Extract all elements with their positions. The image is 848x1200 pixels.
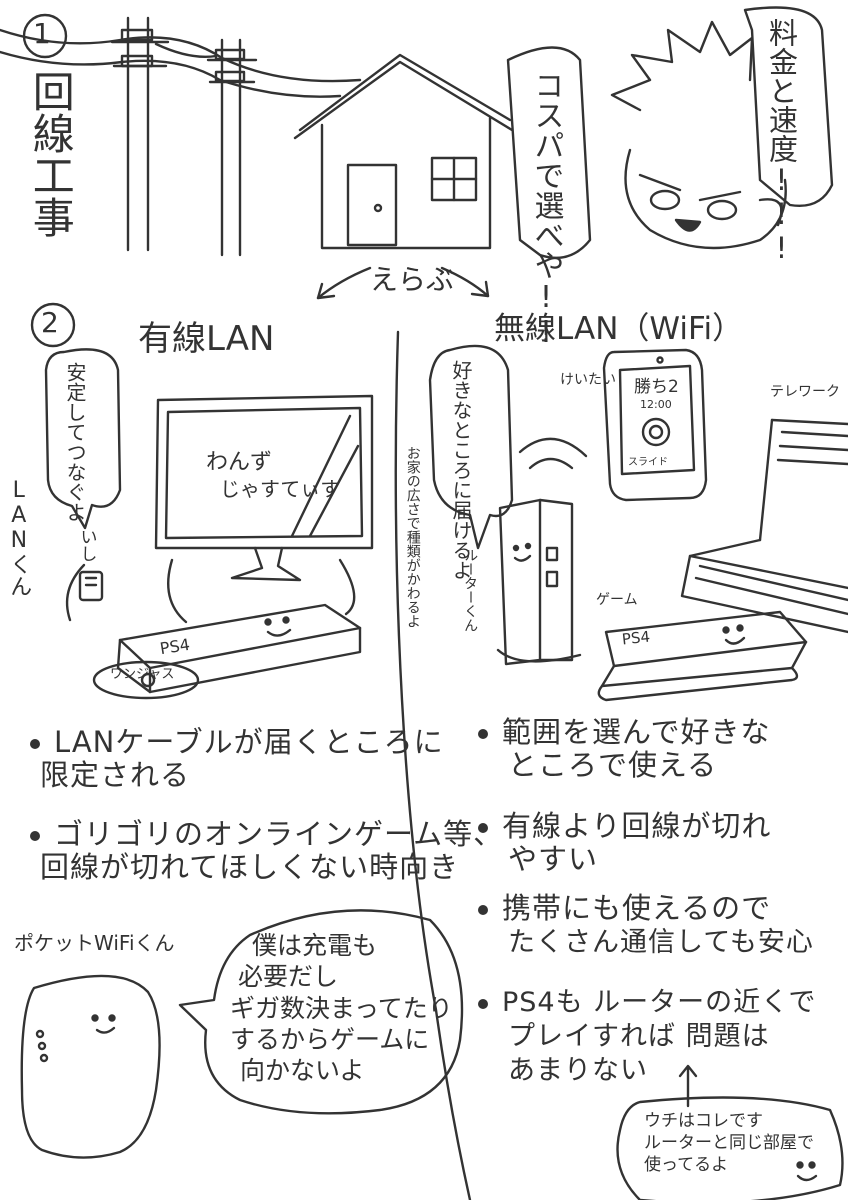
center-divider — [394, 330, 472, 1200]
monitor-text-1: わんず — [206, 450, 273, 475]
phone-caption: けいたい — [560, 372, 616, 388]
lan-cable-icon — [65, 563, 104, 622]
section2-number-circle — [30, 302, 76, 348]
monitor-text-2: じゃすてぃす — [220, 477, 341, 501]
note-bubble — [616, 1096, 844, 1200]
bullet-dot — [478, 905, 488, 915]
wired-bullet-1: LANケーブルが届くところに 限定される — [30, 725, 444, 793]
choose-arrow-left — [316, 266, 372, 300]
speech-bubble-cost — [506, 46, 592, 260]
phone-screen-time: 12:00 — [640, 398, 672, 411]
choose-label: えらぶ — [370, 263, 455, 296]
wired-title: 有線LAN — [138, 319, 275, 359]
wireless-bullet-2: 有線より回線が切れ やすい — [478, 809, 771, 877]
wireless-bullet-1: 範囲を選んで好きな ところで使える — [478, 715, 771, 783]
wireless-bullet-3: 携帯にも使えるので たくさん通信しても安心 — [478, 891, 814, 959]
speech-bubble-wired — [44, 348, 122, 530]
speech-bubble-wireless — [428, 344, 514, 550]
bullet-dot — [478, 729, 488, 739]
pocket-wifi-icon — [20, 974, 161, 1159]
section1-number: 1 — [33, 17, 51, 50]
speech-cost-text: コスパで選べや!! — [528, 70, 564, 350]
phone-slider-label: スライド — [628, 457, 668, 468]
speech-speed-text: 料金と速度!!! — [764, 18, 799, 265]
disc-label: ワンジャス — [110, 667, 175, 682]
router-note: お家の広さで種類がかわるよ — [404, 446, 421, 628]
wireless-bubble-text: 好きなところに届けるよ — [449, 360, 473, 580]
ps4-wireless-icon — [597, 610, 808, 702]
note-text: ウチはコレです ルーターと同じ部屋で 使ってるよ — [644, 1111, 814, 1176]
monitor-icon — [154, 394, 374, 582]
pocket-wifi-bubble-text: 僕は充電も 必要だし ギガ数決まってたり するからゲームに 向かないよ — [230, 931, 453, 1085]
telework-label: テレワーク — [770, 384, 840, 400]
bullet-dot — [478, 823, 488, 833]
utility-poles-icon — [0, 16, 362, 257]
house-icon — [293, 53, 514, 250]
wired-bubble-text: 安定してつなぐよ — [63, 362, 87, 522]
wireless-title: 無線LAN（WiFi） — [494, 311, 744, 347]
phone-screen-title: 勝ち2 — [634, 377, 679, 397]
section1-title: 回線工事 — [26, 70, 76, 238]
game-label: ゲーム — [596, 592, 638, 608]
router-label: ルーターくん — [462, 548, 479, 632]
bullet-dot — [30, 831, 40, 841]
note-arrow — [678, 1064, 698, 1108]
ps4-wireless-label: PS4 — [621, 627, 651, 649]
lan-kun-label: LANくん — [6, 478, 32, 597]
choose-arrow-right — [440, 266, 490, 298]
wired-bullet-2: ゴリゴリのオンラインゲーム等、 回線が切れてほしくない時向き — [30, 817, 503, 885]
note-smile — [796, 1174, 818, 1182]
router-icon — [496, 437, 588, 666]
laptop-icon — [680, 418, 848, 634]
ps4-wired-icon — [92, 558, 362, 700]
speech-bubble-pocket-wifi — [178, 909, 464, 1115]
bullet-dot — [478, 998, 488, 1009]
wireless-bullet-4: PS4も ルーターの近くで プレイすれば 問題は あまりない — [478, 986, 816, 1087]
cable-voice: いし — [76, 528, 97, 562]
section2-number: 2 — [41, 306, 59, 339]
bullet-dot — [30, 739, 40, 749]
character-icon — [610, 20, 787, 250]
speech-bubble-speed — [743, 6, 834, 207]
smartphone-icon — [602, 348, 708, 502]
pocket-wifi-label: ポケットWiFiくん — [14, 931, 175, 955]
